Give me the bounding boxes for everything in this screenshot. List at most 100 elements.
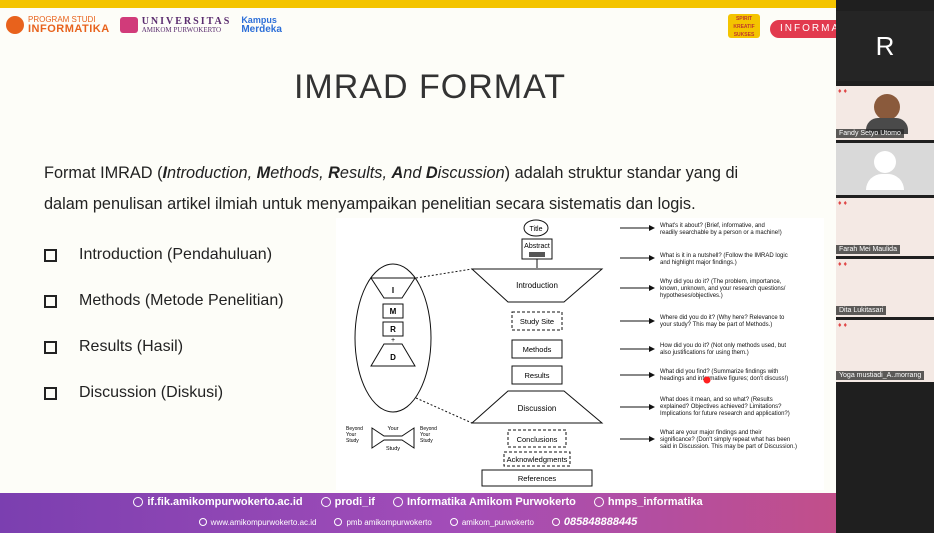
- introduction-shape: [470, 268, 604, 303]
- participant-tile[interactable]: ♦ ♦ Fandy Setyo Utomo: [836, 86, 934, 140]
- introduction-label: Introduction: [516, 281, 558, 290]
- note-text: also justifications for using them.): [660, 350, 749, 356]
- footer-instagram2-label: hmps_informatika: [607, 496, 703, 508]
- study-site-label: Study Site: [520, 317, 554, 326]
- acknowledgments-label: Acknowledgments: [507, 455, 568, 464]
- participant-tile[interactable]: ♦ ♦ Farah Mei Maulida: [836, 198, 934, 256]
- results-label: Results: [524, 371, 549, 380]
- references-box: [481, 469, 593, 487]
- decoration-icon: ♦ ♦: [838, 200, 848, 207]
- informatika-badge: INFORMA: [770, 20, 836, 38]
- para-bold: M: [256, 164, 271, 182]
- decoration-icon: ♦ ♦: [838, 322, 848, 329]
- instagram-icon: [320, 497, 331, 507]
- results-box: [511, 365, 563, 385]
- note-text: known, unknown, and your research questi…: [660, 286, 786, 292]
- university-line1: UNIVERSITAS: [141, 15, 232, 27]
- list-item-label: Introduction (Pendahuluan): [79, 246, 273, 263]
- letter-m: M: [390, 307, 397, 316]
- list-item-label: Discussion (Diskusi): [79, 384, 224, 401]
- beyond-right-line3: Study: [420, 438, 433, 444]
- references-label: References: [518, 474, 557, 483]
- methods-box: [511, 339, 563, 359]
- program-line2: INFORMATIKA: [28, 22, 110, 35]
- spirit-badge: SPIRIT KREATIF SUKSES: [728, 14, 760, 38]
- slide-footer: if.fik.amikompurwokerto.ac.id prodi_if I…: [0, 493, 836, 533]
- note-text: significance? (Don't simply repeat what …: [660, 437, 790, 443]
- note-text: your study? This may be part of Methods.…: [660, 322, 772, 328]
- footer-website: if.fik.amikompurwokerto.ac.id: [133, 496, 303, 508]
- letter-i: I: [392, 286, 394, 295]
- methods-label: Methods: [523, 345, 552, 354]
- kampus-line1: Kampus: [241, 15, 277, 26]
- globe-icon: [198, 518, 207, 526]
- university-line2: AMIKOM PURWOKERTO: [141, 25, 222, 34]
- instagram-icon: [449, 518, 458, 526]
- participant-tile[interactable]: ♦ ♦ Dita Lukitasari: [836, 259, 934, 317]
- note-text: Implications for future research and app…: [660, 411, 790, 417]
- participant-tile[interactable]: ♦ ♦ Yoga mustiadi_A..morrang: [836, 320, 934, 382]
- program-line1: PROGRAM STUDI: [28, 14, 96, 24]
- list-item-label: Results (Hasil): [79, 338, 184, 355]
- participant-tile-no-video[interactable]: [836, 143, 934, 195]
- footer-phone-label: 085848888445: [563, 516, 638, 528]
- discussion-label: Discussion: [518, 404, 557, 413]
- beyond-left-line2: Your: [346, 432, 356, 438]
- decoration-icon: ♦ ♦: [838, 261, 848, 268]
- footer-website-label: if.fik.amikompurwokerto.ac.id: [147, 496, 303, 508]
- beyond-left-line1: Beyond: [346, 426, 363, 432]
- letter-m-box: [382, 303, 404, 319]
- note-text: readily searchable by a person or a mach…: [660, 230, 782, 236]
- paragraph-line-1: Format IMRAD (Introduction, Methods, Res…: [44, 158, 836, 189]
- para-italic: nd: [403, 164, 426, 182]
- self-avatar: R: [875, 30, 895, 61]
- para-bold: I: [162, 164, 168, 182]
- your-study-line2: Study: [386, 446, 400, 452]
- self-participant-tile[interactable]: R: [836, 11, 934, 81]
- letter-r-box: [382, 321, 404, 337]
- footer-phone: 085848888445: [551, 516, 638, 528]
- imrad-diagram-svg: Title Abstract Introduction Study Site M…: [346, 219, 797, 487]
- footer-instagram-3: amikom_purwokerto: [449, 517, 534, 527]
- list-item: Results (Hasil): [44, 324, 284, 370]
- list-item-label: Methods (Metode Penelitian): [79, 292, 284, 309]
- title-ellipse: [523, 219, 549, 237]
- participant-face: [874, 94, 900, 120]
- footer-website-2: www.amikompurwokerto.ac.id: [198, 518, 316, 527]
- footer-youtube: Informatika Amikom Purwokerto: [392, 496, 576, 508]
- note-text: What are your major findings and their: [660, 430, 762, 436]
- para-text: ) adalah struktur standar yang di: [504, 164, 739, 182]
- study-site-box: [511, 311, 563, 331]
- conclusions-box: [507, 429, 567, 448]
- slide-title: IMRAD FORMAT: [293, 68, 566, 106]
- whatsapp-icon: [551, 518, 560, 526]
- imrd-ellipse: [354, 263, 432, 413]
- note-text: hypotheses/objectives.): [660, 293, 723, 299]
- letter-r: R: [390, 325, 396, 334]
- para-italic: ethods,: [270, 164, 329, 182]
- para-italic: ntroduction,: [167, 164, 257, 182]
- footer-instagram-label: prodi_if: [334, 496, 375, 508]
- footer-row-1: if.fik.amikompurwokerto.ac.id prodi_if I…: [0, 496, 836, 508]
- para-bold: A: [391, 164, 404, 182]
- your-study-bowtie: [371, 427, 415, 449]
- dashed-connector: [415, 397, 473, 424]
- decoration-icon: ♦ ♦: [838, 88, 848, 95]
- footer-instagram-hmps: hmps_informatika: [593, 496, 703, 508]
- participant-name: Yoga mustiadi_A..morrang: [836, 371, 925, 380]
- checkbox-icon: [44, 386, 57, 400]
- discussion-shape: [470, 390, 604, 424]
- youtube-icon: [392, 497, 403, 507]
- letter-d: D: [390, 353, 396, 362]
- kampus-line2: Merdeka: [241, 23, 282, 35]
- default-avatar-body: [866, 174, 904, 190]
- footer-row-2: www.amikompurwokerto.ac.id pmb amikompur…: [0, 516, 836, 528]
- program-logo-icon: [6, 16, 24, 34]
- list-item: Introduction (Pendahuluan): [44, 232, 284, 278]
- para-text: Format IMRAD (: [44, 164, 163, 182]
- footer-instagram3-label: amikom_purwokerto: [461, 517, 534, 527]
- facebook-icon: [334, 518, 343, 526]
- beyond-right-line2: Your: [420, 432, 430, 438]
- beyond-left-line3: Study: [346, 438, 359, 444]
- paragraph-line-2: dalam penulisan artikel ilmiah untuk men…: [44, 195, 696, 213]
